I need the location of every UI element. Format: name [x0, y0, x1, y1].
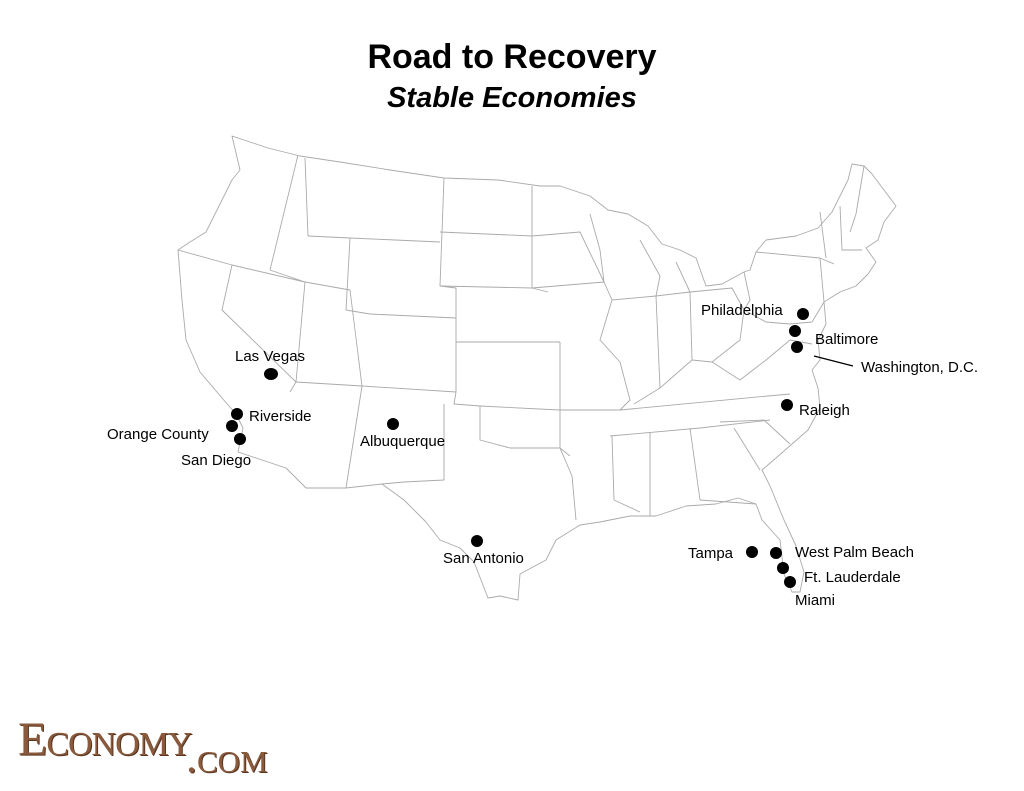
- city-label-raleigh: Raleigh: [799, 402, 850, 419]
- state-border: [689, 427, 701, 501]
- logo-dotcom: .com: [186, 733, 268, 782]
- state-border: [307, 235, 351, 311]
- city-dot-west-palm-beach: [770, 547, 782, 559]
- city-label-albuquerque: Albuquerque: [360, 433, 446, 450]
- state-border: [269, 269, 306, 283]
- city-label-san-antonio: San Antonio: [443, 550, 524, 567]
- city-label-west-palm-beach: West Palm Beach: [795, 544, 914, 561]
- city-label-washington-dc: Washington, D.C.: [861, 359, 978, 376]
- city-label-miami: Miami: [795, 592, 835, 609]
- state-border: [743, 271, 751, 311]
- state-border: [743, 301, 825, 325]
- city-dots: [226, 308, 809, 588]
- state-border: [479, 405, 620, 411]
- state-border: [639, 239, 661, 297]
- state-border: [295, 281, 306, 383]
- state-border: [609, 419, 771, 437]
- state-border: [177, 249, 351, 291]
- state-border: [304, 157, 309, 237]
- city-dot-albuquerque: [387, 418, 399, 430]
- state-border: [839, 205, 862, 251]
- state-border: [599, 299, 631, 411]
- state-border: [221, 264, 297, 393]
- state-border: [675, 261, 691, 293]
- state-outlines: [177, 135, 897, 601]
- state-border: [819, 211, 827, 259]
- state-border: [479, 406, 571, 457]
- page-subtitle: Stable Economies: [387, 82, 637, 114]
- page-title: Road to Recovery: [367, 38, 657, 76]
- state-border: [689, 287, 745, 363]
- state-border: [755, 251, 835, 265]
- city-label-san-diego: San Diego: [181, 452, 252, 469]
- city-dot-san-antonio: [471, 535, 483, 547]
- city-dot-tampa: [746, 546, 758, 558]
- city-label-ft-lauderdale: Ft. Lauderdale: [804, 569, 901, 586]
- state-border: [345, 309, 457, 319]
- city-dot-orange-county: [226, 420, 238, 432]
- state-border: [733, 427, 761, 471]
- state-border: [819, 257, 825, 303]
- city-label-riverside: Riverside: [249, 408, 312, 425]
- city-label-baltimore: Baltimore: [815, 331, 879, 348]
- state-border: [295, 381, 363, 489]
- state-border: [531, 231, 605, 283]
- city-dot-raleigh: [781, 399, 793, 411]
- us-outline: [177, 135, 897, 601]
- city-dot-philadelphia: [797, 308, 809, 320]
- state-border: [361, 385, 481, 407]
- city-dot-ft-lauderdale: [777, 562, 789, 574]
- city-dot-las-vegas: [264, 368, 278, 380]
- logo-wordmark: Economy: [18, 713, 192, 766]
- state-border: [559, 342, 577, 521]
- state-border: [699, 499, 757, 505]
- state-border: [439, 177, 457, 318]
- state-border: [589, 213, 605, 283]
- city-label-philadelphia: Philadelphia: [701, 302, 783, 319]
- state-border: [349, 237, 441, 243]
- state-border: [269, 154, 299, 271]
- economy-com-logo: Economy .com: [18, 712, 298, 782]
- city-dot-baltimore: [789, 325, 801, 337]
- city-label-tampa: Tampa: [688, 545, 734, 562]
- city-dot-miami: [784, 576, 796, 588]
- state-border: [719, 419, 791, 445]
- state-border: [349, 289, 363, 387]
- city-label-las-vegas: Las Vegas: [235, 348, 306, 365]
- state-border: [619, 393, 791, 411]
- washington-dc-connector: [813, 355, 854, 367]
- city-label-orange-county: Orange County: [107, 426, 209, 443]
- state-border: [439, 231, 533, 237]
- state-border: [381, 404, 445, 485]
- city-dot-riverside: [231, 408, 243, 420]
- city-dot-san-diego: [234, 433, 246, 445]
- state-border: [849, 165, 865, 233]
- state-border: [611, 295, 661, 405]
- city-dot-washington-dc: [791, 341, 803, 353]
- state-border: [611, 435, 641, 513]
- state-border: [655, 291, 693, 389]
